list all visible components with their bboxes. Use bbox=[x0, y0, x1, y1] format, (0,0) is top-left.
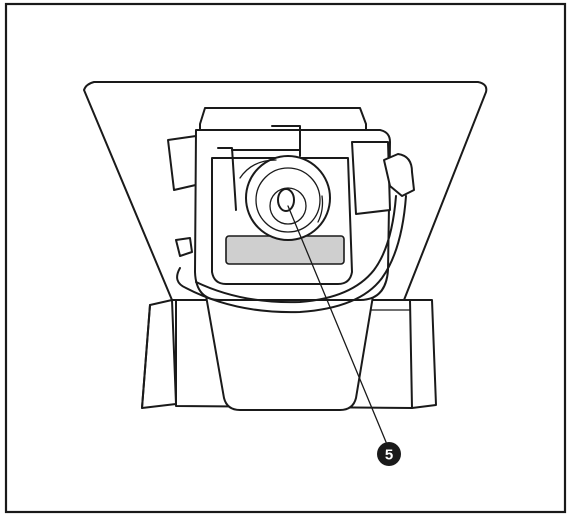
hook-bracket bbox=[217, 125, 301, 211]
callout-label: 5 bbox=[385, 447, 393, 464]
figure-border bbox=[4, 2, 567, 514]
rotary-hook bbox=[239, 155, 331, 241]
oil-tube bbox=[175, 153, 415, 314]
leader-line bbox=[287, 205, 387, 443]
hook-base bbox=[204, 289, 375, 411]
callout-5: 5 bbox=[377, 442, 401, 466]
callout-badge bbox=[377, 442, 401, 466]
